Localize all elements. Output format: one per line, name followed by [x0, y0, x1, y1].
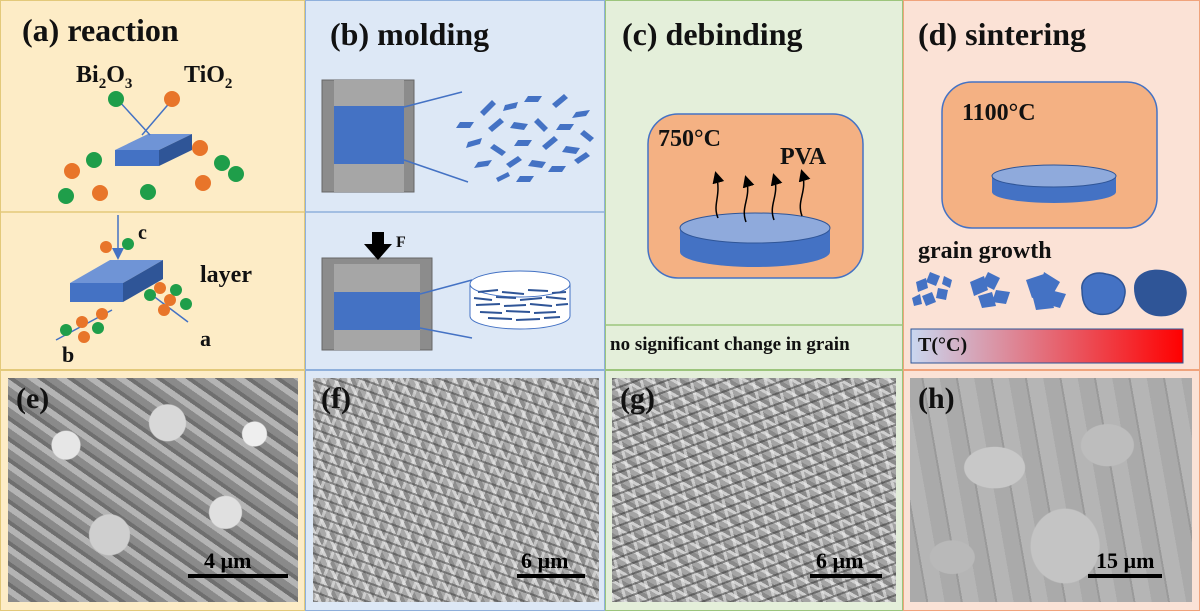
scale-bar [810, 574, 882, 578]
tio2-label: TiO2 [184, 62, 233, 92]
tio2-particle-icon [164, 91, 180, 107]
sem-image-e: (e) 4 µm [8, 378, 298, 602]
process-schematic [0, 79, 1187, 364]
reaction-top-diagram [58, 91, 244, 204]
force-label: F [396, 234, 406, 251]
temperature-axis-label: T(°C) [918, 334, 968, 356]
scale-bar-label: 6 µm [521, 548, 569, 573]
grain-growth-label: grain growth [918, 238, 1052, 264]
sem-image-h: (h) 15 µm [910, 378, 1192, 602]
scale-bar-label: 4 µm [204, 548, 252, 573]
scale-bar-label: 15 µm [1096, 548, 1155, 573]
random-platelets [456, 94, 594, 182]
sintering-furnace [941, 81, 1158, 229]
sem-image-g: (g) 6 µm [612, 378, 896, 602]
debinding-note: no significant change in grain [610, 334, 850, 355]
force-arrow-icon [364, 232, 392, 260]
sem-image-f: (f) 6 µm [313, 378, 599, 602]
debinding-temperature: 750°C [658, 126, 721, 152]
axis-c-label: c [138, 222, 147, 244]
scale-bar-label: 6 µm [816, 548, 864, 573]
pva-label: PVA [780, 144, 827, 170]
bi2o3-label: Bi2O3 [76, 62, 133, 92]
reaction-bottom-diagram [55, 215, 192, 343]
micrograph-label: (e) [16, 382, 50, 415]
axis-a-label: a [200, 326, 211, 351]
micrograph-label: (g) [620, 382, 655, 415]
debinding-title: (c) debinding [622, 16, 803, 52]
merged-grain [1081, 272, 1126, 316]
scale-bar [517, 574, 585, 578]
molding-die-top [321, 79, 469, 193]
grain-growth-sequence [912, 269, 1187, 317]
molding-title: (b) molding [330, 16, 490, 52]
temperature-gradient-bar [910, 328, 1184, 364]
axis-b-label: b [62, 342, 75, 367]
reaction-panel [0, 0, 305, 370]
reaction-title: (a) reaction [22, 12, 179, 48]
bi2o3-particle-icon [108, 91, 124, 107]
pva-vapor-arrow [798, 169, 811, 217]
pva-vapor-arrow [742, 175, 755, 223]
sintering-title: (d) sintering [918, 16, 1086, 52]
micrograph-label: (f) [321, 382, 351, 415]
single-large-grain [1134, 269, 1187, 317]
pva-vapor-arrow [712, 171, 725, 219]
layer-label: layer [200, 262, 252, 288]
scale-bar [188, 574, 288, 578]
sintering-temperature: 1100°C [962, 100, 1036, 126]
molding-die-bottom [321, 232, 473, 351]
scale-bar [1088, 574, 1162, 578]
pva-vapor-arrow [770, 173, 783, 221]
micrograph-label: (h) [918, 382, 955, 415]
debinding-furnace [647, 113, 864, 279]
aligned-platelets-disk [469, 270, 571, 330]
